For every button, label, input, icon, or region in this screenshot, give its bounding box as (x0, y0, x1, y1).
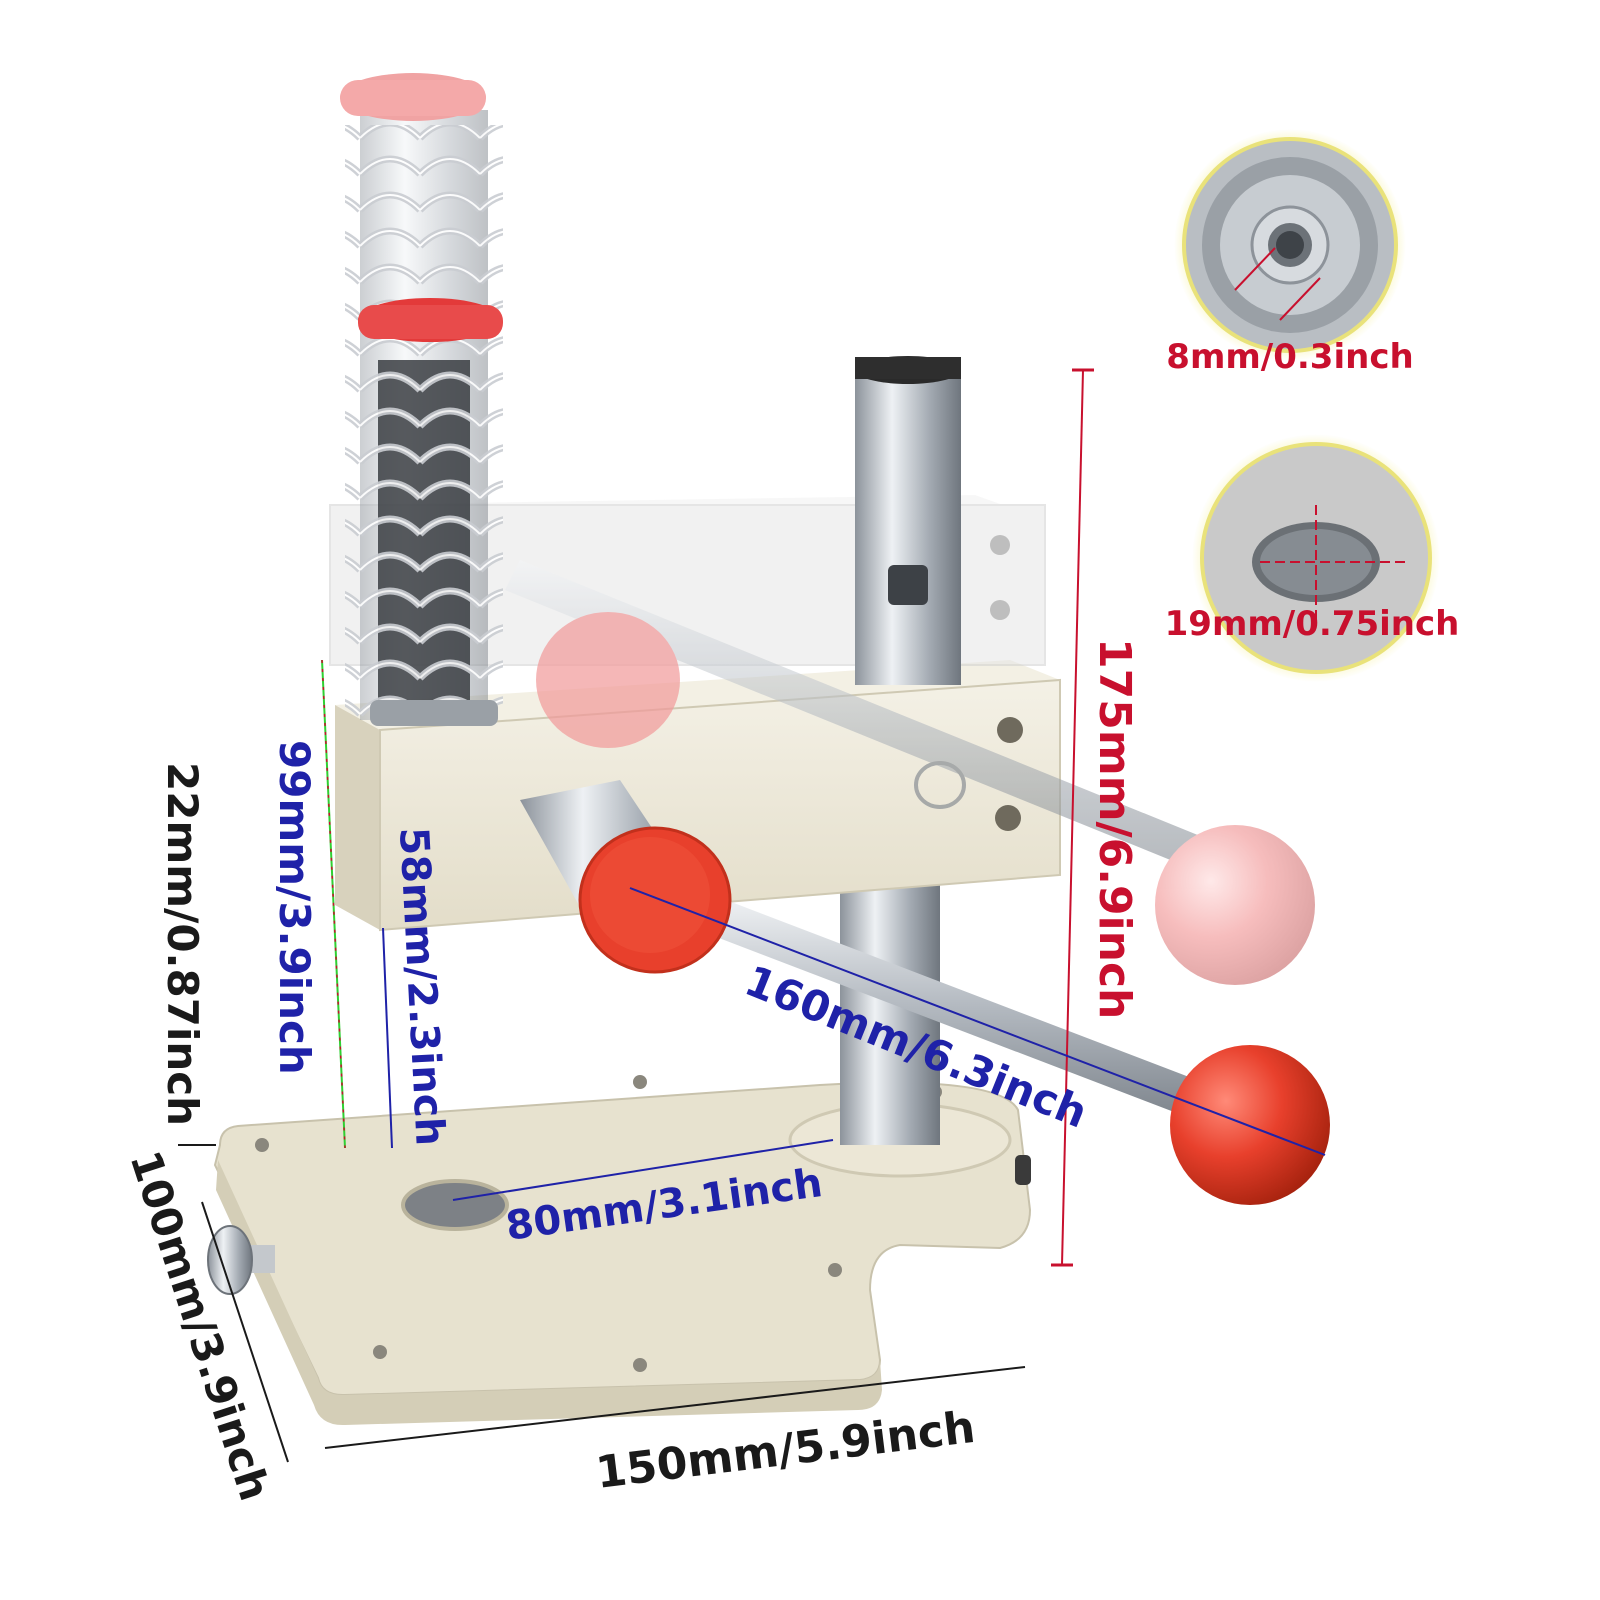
thread-hole-label: 8mm/0.3inch (1166, 337, 1413, 377)
base-depth-dim-line (201, 1201, 289, 1463)
thread-hole-detail (1174, 129, 1406, 361)
total-height-label: 175mm/6.9inch (1089, 638, 1140, 1019)
die-hole-label: 19mm/0.75inch (1165, 604, 1460, 644)
rear-post (855, 356, 961, 685)
base-height-label: 22mm/0.87inch (158, 762, 207, 1126)
stroke-dim-line (382, 927, 393, 1149)
working-height-label: 99mm/3.9inch (270, 740, 319, 1075)
base-width-label: 150mm/5.9inch (593, 1402, 978, 1499)
throat-depth-dim-line (452, 1139, 834, 1201)
raised-handle-ghost (505, 560, 1315, 985)
handle-length-dim-line (629, 887, 1326, 1156)
spring-plunger (340, 73, 503, 726)
total-height-dim-line (1061, 369, 1084, 1266)
base-width-dim-line (324, 1366, 1026, 1449)
die-hole-detail (1192, 434, 1440, 682)
locking-thumb-screw (207, 1225, 275, 1295)
